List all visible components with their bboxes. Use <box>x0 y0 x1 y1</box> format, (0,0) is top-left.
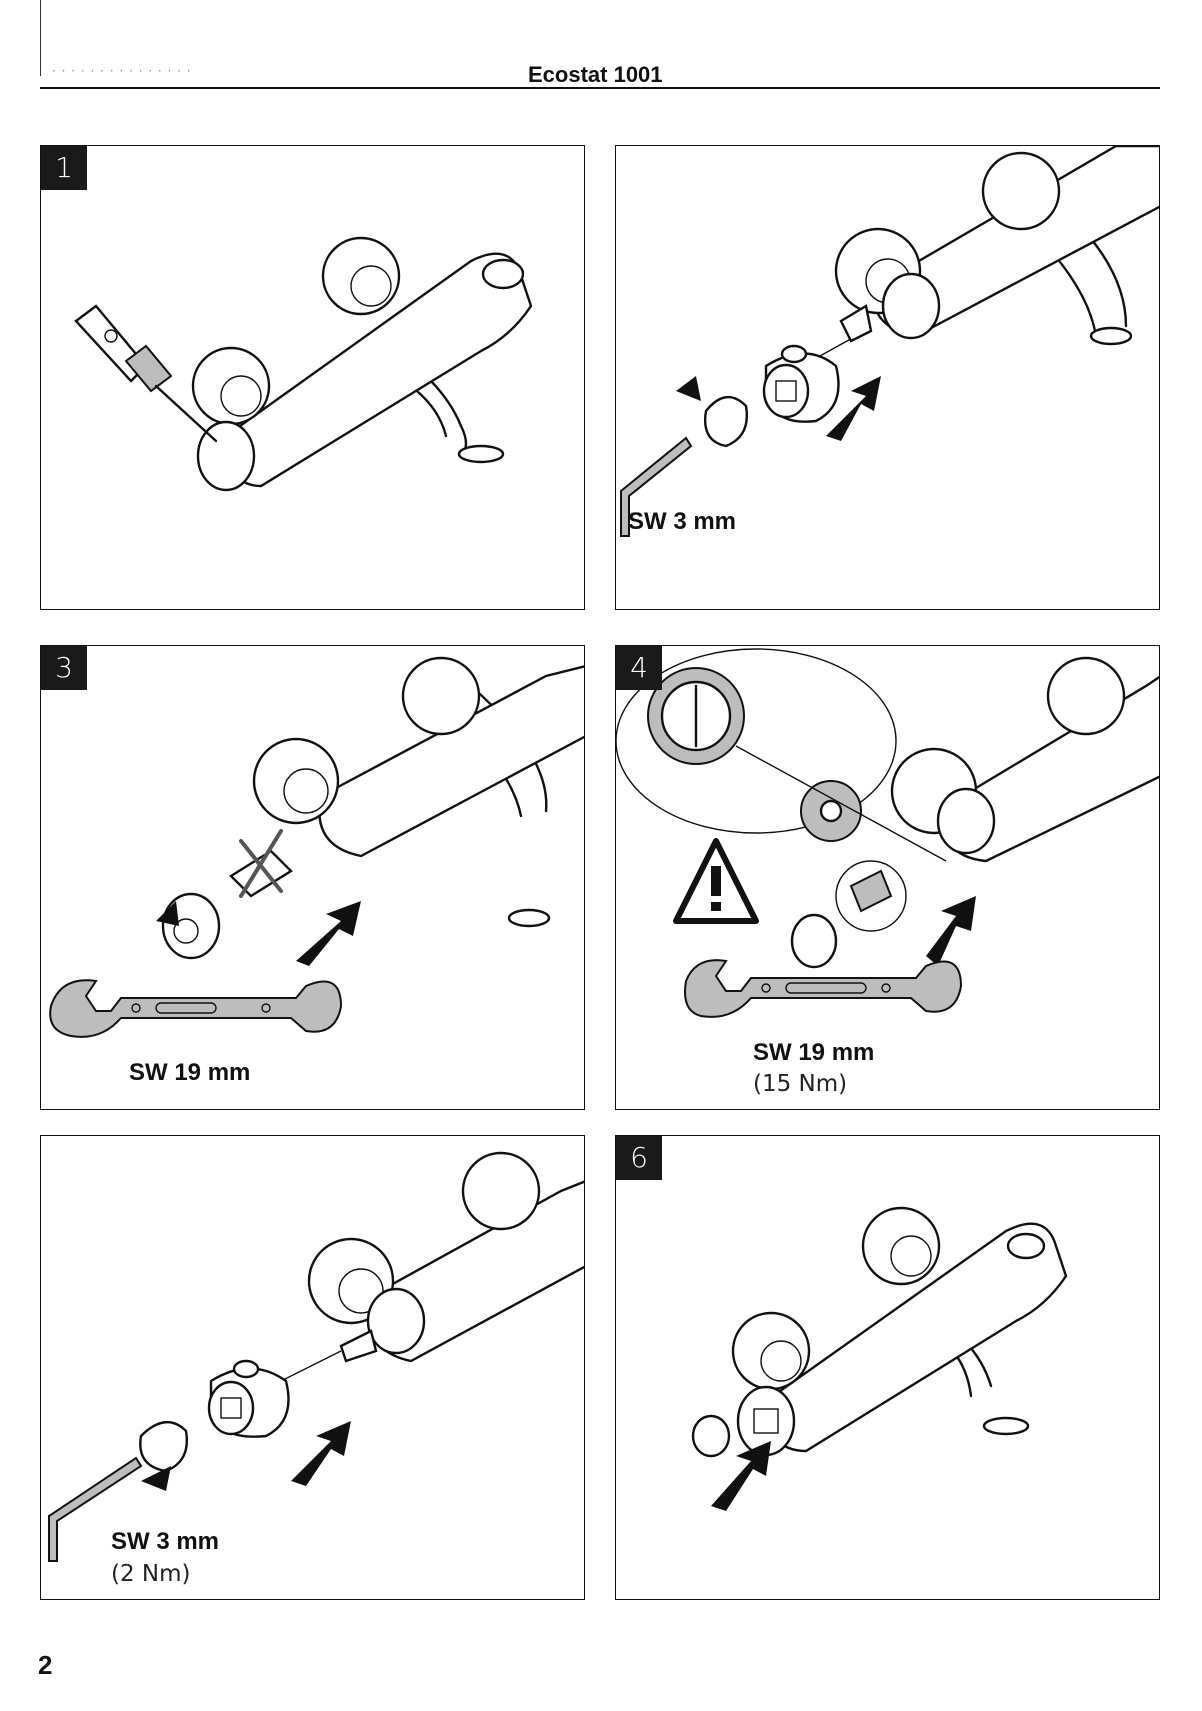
open-end-wrench-icon <box>49 979 343 1038</box>
direction-arrow-icon <box>926 896 976 966</box>
step-6-illustration <box>691 1206 1068 1511</box>
direction-arrow-icon <box>141 1466 171 1491</box>
direction-arrow-icon <box>296 901 361 966</box>
document-title: Ecostat 1001 <box>528 62 663 87</box>
torque-label: (15 Nm) <box>753 1071 848 1097</box>
open-end-wrench-icon <box>684 959 963 1018</box>
step-panel-3: 3 SW 19 mm <box>40 645 585 1110</box>
header-faded-text: · · · · · · · · · · · · · · · <box>52 64 192 78</box>
tool-size-label: SW 3 mm <box>111 1528 220 1555</box>
direction-arrow-icon <box>711 1441 771 1511</box>
warning-triangle-icon <box>673 838 759 924</box>
step-number-badge: 4 <box>616 646 662 690</box>
step-4-illustration <box>616 648 1159 1018</box>
step-5-illustration <box>48 1151 584 1562</box>
step-panel-1: 1 <box>40 145 585 610</box>
step-3-illustration <box>49 656 584 1038</box>
hex-key-icon <box>620 436 693 537</box>
direction-arrow-icon <box>826 376 881 441</box>
step-panel-5: SW 3 mm (2 Nm) <box>40 1135 585 1600</box>
step-number-badge: 1 <box>41 146 87 190</box>
step-panel-4: 4 SW 19 mm (15 Nm) <box>615 645 1160 1110</box>
tool-size-label: SW 3 mm <box>628 508 737 535</box>
step-panel-2: SW 3 mm <box>615 145 1160 610</box>
step-number-badge: 6 <box>616 1136 662 1180</box>
direction-arrow-icon <box>156 901 179 926</box>
screwdriver-icon <box>74 304 218 443</box>
hex-key-icon <box>48 1456 143 1562</box>
direction-arrow-icon <box>291 1421 351 1486</box>
step-1-illustration <box>74 236 533 492</box>
corner-mark <box>40 0 41 76</box>
header-rule <box>40 87 1160 89</box>
tool-size-label: SW 19 mm <box>753 1039 875 1066</box>
step-2-illustration <box>620 146 1159 537</box>
torque-label: (2 Nm) <box>111 1561 191 1587</box>
direction-arrow-icon <box>676 376 701 401</box>
tool-size-label: SW 19 mm <box>129 1059 251 1086</box>
step-number-badge: 3 <box>41 646 87 690</box>
page-number: 2 <box>38 1650 53 1680</box>
step-panel-6: 6 <box>615 1135 1160 1600</box>
